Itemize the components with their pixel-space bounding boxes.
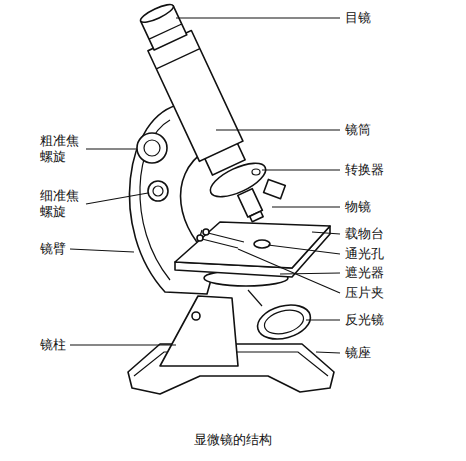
objective	[238, 189, 265, 223]
clip	[198, 230, 244, 248]
fine-knob	[148, 181, 168, 201]
part-label: 反光镜	[345, 312, 384, 328]
part-label: 遮光器	[345, 265, 384, 281]
mirror	[254, 300, 314, 345]
part-label: 物镜	[345, 199, 371, 215]
part-label: 载物台	[345, 226, 384, 242]
tube	[133, 0, 250, 178]
part-label: 转换器	[345, 162, 384, 178]
leader-lines	[70, 18, 340, 353]
part-label: 镜柱	[40, 337, 66, 353]
part-label: 镜筒	[345, 122, 371, 138]
converter	[206, 156, 271, 203]
part-label: 压片夹	[345, 285, 384, 301]
part-label: 镜座	[345, 345, 371, 361]
part-label: 镜臂	[40, 241, 66, 257]
part-label: 细准焦螺旋	[40, 188, 79, 220]
light-hole	[254, 240, 270, 248]
part-label: 目镜	[345, 10, 371, 26]
part-label: 粗准焦螺旋	[40, 133, 79, 165]
objective	[264, 179, 286, 198]
pillar	[160, 296, 238, 366]
coarse-knob	[137, 133, 167, 163]
figure-caption: 显微镜的结构	[194, 432, 272, 448]
part-label: 通光孔	[345, 246, 384, 262]
